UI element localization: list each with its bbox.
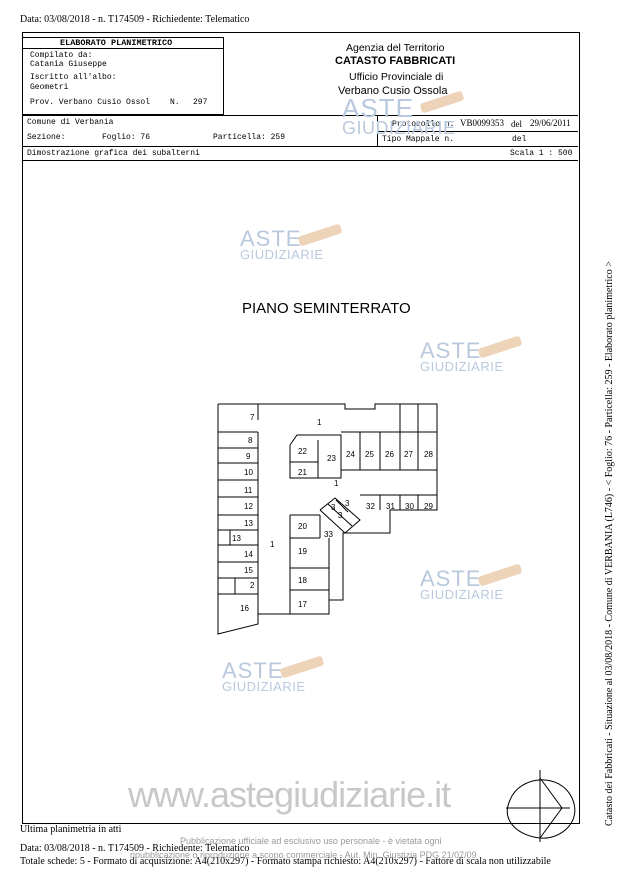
- room-label: 26: [385, 450, 394, 459]
- room-label: 18: [298, 576, 307, 585]
- protocollo-value: VB0099353: [460, 118, 505, 128]
- particella-label: Particella: 259: [213, 133, 286, 142]
- elaborato-box: [22, 37, 224, 115]
- iscritto-label: Iscritto all'albo:: [30, 73, 117, 82]
- room-label: 33: [324, 530, 333, 539]
- room-label: 28: [424, 450, 433, 459]
- room-label: 9: [246, 452, 251, 461]
- plan-title: PIANO SEMINTERRATO: [242, 300, 411, 317]
- aste-watermark: ASTE GIUDIZIARIE: [342, 90, 465, 137]
- room-label: 10: [244, 468, 253, 477]
- room-label: 31: [386, 502, 395, 511]
- agency-line3: Ufficio Provinciale di: [349, 71, 444, 83]
- room-label: 17: [298, 600, 307, 609]
- room-label: 3: [338, 511, 343, 520]
- room-label: 1: [317, 418, 322, 427]
- sezione-label: Sezione:: [27, 133, 66, 142]
- protocollo-label: Protocollo n.: [392, 120, 455, 129]
- room-label: 1: [270, 540, 275, 549]
- aste-watermark: ASTE GIUDIZIARIE: [222, 655, 325, 693]
- room-label: 13: [244, 519, 253, 528]
- side-caption: Catasto dei Fabbricati - Situazione al 0…: [604, 261, 615, 826]
- top-header-line: Data: 03/08/2018 - n. T174509 - Richiede…: [20, 14, 250, 25]
- comune-label: Comune di Verbania: [27, 118, 114, 127]
- compilato-label: Compilato da:: [30, 51, 93, 60]
- room-label: 32: [366, 502, 375, 511]
- del1-value: 29/06/2011: [530, 118, 571, 128]
- room-label: 24: [346, 450, 355, 459]
- room-label: 25: [365, 450, 374, 459]
- room-label: 11: [244, 486, 253, 495]
- prov-n-value: 297: [193, 98, 208, 107]
- scala-label: Scala 1 : 500: [510, 149, 573, 158]
- room-label: 15: [244, 566, 253, 575]
- room-label: 14: [244, 550, 253, 559]
- aste-watermark: ASTE GIUDIZIARIE: [420, 335, 523, 373]
- prov-label: Prov. Verbano Cusio Ossol: [30, 98, 151, 107]
- compilato-value: Catania Giuseppe: [30, 60, 107, 69]
- publication-notice-1: Pubblicazione ufficiale ad esclusivo uso…: [180, 836, 442, 846]
- tipo-mappale-label: Tipo Mappale n.: [382, 135, 455, 144]
- del2-label: del: [512, 135, 527, 144]
- ultima-planimetria: Ultima planimetria in atti: [20, 824, 122, 835]
- room-label: 1: [334, 479, 339, 488]
- site-watermark: www.astegiudiziarie.it: [128, 774, 451, 815]
- room-label: 27: [404, 450, 413, 459]
- room-label: 16: [240, 604, 249, 613]
- agency-line2: CATASTO FABBRICATI: [335, 55, 456, 67]
- aste-watermark: ASTE GIUDIZIARIE: [420, 563, 523, 601]
- del1-label: del: [511, 119, 522, 129]
- room-label: 7: [250, 413, 255, 422]
- foglio-label: Foglio: 76: [102, 133, 151, 142]
- agency-line4: Verbano Cusio Ossola: [338, 85, 448, 97]
- room-label: 12: [244, 502, 253, 511]
- room-label: 8: [248, 436, 253, 445]
- room-label: 21: [298, 468, 307, 477]
- footer-line2: Totale schede: 5 - Formato di acquisizio…: [20, 856, 551, 867]
- document-frame: [22, 32, 580, 824]
- aste-watermark: ASTE GIUDIZIARIE: [240, 223, 343, 261]
- room-label: 29: [424, 502, 433, 511]
- agency-line1: Agenzia del Territorio: [346, 42, 445, 54]
- room-label: 3: [345, 499, 350, 508]
- room-label: 13: [232, 534, 241, 543]
- iscritto-value: Geometri: [30, 83, 69, 92]
- box-title: ELABORATO PLANIMETRICO: [60, 38, 173, 48]
- footer-line1: Data: 03/08/2018 - n. T174509 - Richiede…: [20, 843, 250, 854]
- room-label: 2: [250, 581, 255, 590]
- dimostrazione-label: Dimostrazione grafica dei subalterni: [27, 149, 200, 158]
- room-label: 22: [298, 447, 307, 456]
- room-label: 3: [331, 503, 336, 512]
- room-label: 30: [405, 502, 414, 511]
- room-label: 23: [327, 454, 336, 463]
- prov-n-label: N.: [170, 98, 180, 107]
- publication-notice-2: ripubblicazione o riproduzione a scopo c…: [130, 850, 477, 860]
- room-label: 20: [298, 522, 307, 531]
- room-label: 19: [298, 547, 307, 556]
